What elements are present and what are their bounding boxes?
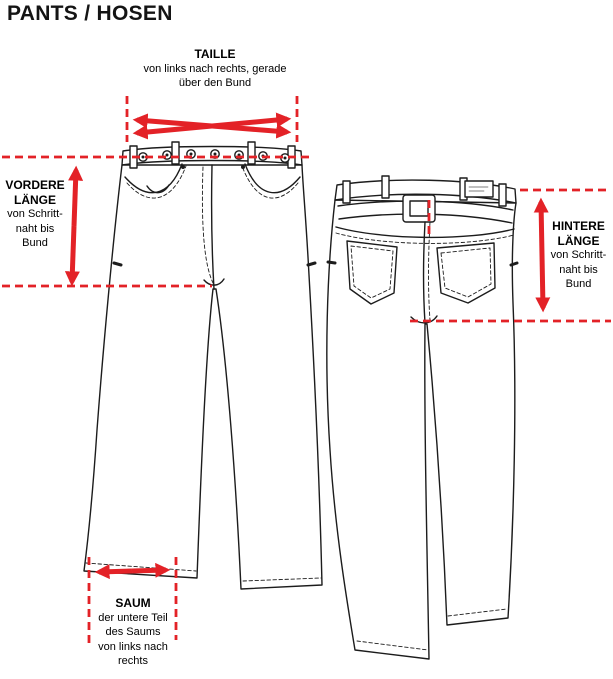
pants-front-view	[83, 141, 323, 590]
front-crotch-seam	[203, 278, 225, 286]
annotation-line: von Schritt-	[550, 249, 607, 261]
hintere-laenge-title: HINTERE	[552, 219, 605, 233]
vordere-laenge-annotation: VORDERE LÄNGE von Schritt- naht bis Bund	[0, 178, 70, 251]
annotation-line: naht bis	[559, 263, 598, 276]
back-center-seam	[422, 221, 426, 324]
measurement-guides	[2, 96, 611, 647]
belt-loop-icon	[342, 180, 351, 204]
annotation-line: über den Bund	[178, 77, 252, 89]
back-yoke-stitch	[335, 232, 515, 244]
measurement-arrows	[64, 112, 551, 580]
hem-width-arrow-icon	[94, 562, 171, 580]
page-title: PANTS / HOSEN	[7, 2, 173, 25]
front-right-hem-stitch	[242, 577, 322, 582]
back-left-pocket	[346, 240, 398, 305]
back-bartack-right	[509, 261, 519, 267]
taille-annotation-title: TAILLE	[194, 47, 236, 61]
back-left-pocket-stitch	[350, 245, 394, 299]
vordere-laenge-title: LÄNGE	[14, 192, 56, 207]
back-brand-patch	[464, 180, 494, 198]
annotation-line: naht bis	[15, 222, 55, 235]
annotation-line: rechts	[118, 655, 148, 667]
back-crotch-seam	[410, 315, 438, 324]
annotation-line: der untere Teil	[98, 611, 168, 624]
saum-annotation: SAUM der untere Teil des Saums von links…	[84, 596, 182, 669]
front-left-pocket-stitch	[126, 165, 187, 199]
annotation-line: von links nach rechts, gerade	[143, 62, 287, 75]
front-fly-stitch	[201, 166, 214, 284]
back-left-hem-stitch	[356, 640, 429, 651]
back-yoke-seam	[335, 226, 515, 239]
back-right-hem-stitch	[447, 608, 508, 617]
belt-loop-icon	[247, 141, 256, 165]
front-coin-pocket	[146, 184, 170, 194]
front-right-pocket	[244, 163, 301, 194]
hintere-laenge-title: LÄNGE	[557, 233, 600, 248]
belt-loop-icon	[171, 141, 180, 165]
back-bartack-left	[326, 260, 337, 265]
front-length-arrow-icon	[64, 165, 84, 287]
back-patch-lines	[468, 186, 489, 192]
front-fly-seam	[210, 164, 215, 290]
hintere-laenge-annotation: HINTERE LÄNGE von Schritt- naht bis Bund	[544, 219, 613, 292]
taille-annotation: TAILLE von links nach rechts, gerade übe…	[123, 47, 307, 91]
vordere-laenge-title: VORDERE	[5, 178, 65, 192]
front-right-pocket-stitch	[241, 165, 299, 199]
back-buckle-inner	[409, 200, 429, 217]
annotation-line: Bund	[565, 278, 592, 290]
back-length-arrow-icon	[533, 197, 551, 313]
saum-annotation-title: SAUM	[115, 596, 151, 610]
annotation-line: Bund	[22, 237, 48, 249]
pants-back-view	[326, 175, 519, 660]
annotation-line: von links nach	[98, 640, 168, 653]
front-body-outline	[83, 164, 323, 590]
taille-width-arrow-icon	[132, 112, 292, 140]
belt-loop-icon	[498, 183, 507, 207]
back-body-outline	[326, 199, 517, 660]
back-right-pocket	[436, 242, 496, 304]
back-right-pocket-stitch	[440, 247, 492, 298]
annotation-line: des Saums	[105, 626, 161, 638]
front-bartack-left	[112, 261, 123, 267]
annotation-line: von Schritt-	[7, 208, 63, 220]
belt-loop-icon	[381, 175, 390, 199]
front-bartack-right	[306, 261, 317, 267]
